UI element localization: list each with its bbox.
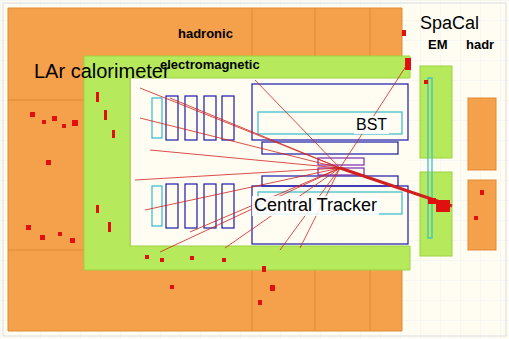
spacal-hadr-label: hadr	[466, 38, 494, 52]
tracker-label: Central Tracker	[252, 196, 379, 216]
forward-tracker	[152, 96, 234, 228]
spacal-label: SpaCal	[420, 14, 479, 34]
bst-label: BST	[354, 116, 389, 134]
spacal-em-label: EM	[428, 38, 448, 52]
particle-tracks	[135, 60, 452, 252]
em-label: electromagnetic	[160, 58, 260, 72]
em-calorimeter	[84, 56, 452, 270]
calorimeter-label: LAr calorimeter	[34, 60, 170, 82]
hadronic-label: hadronic	[178, 27, 233, 41]
hadronic-calorimeter	[8, 8, 496, 331]
central-tracker	[252, 78, 432, 244]
calorimeter-hits	[26, 30, 484, 305]
